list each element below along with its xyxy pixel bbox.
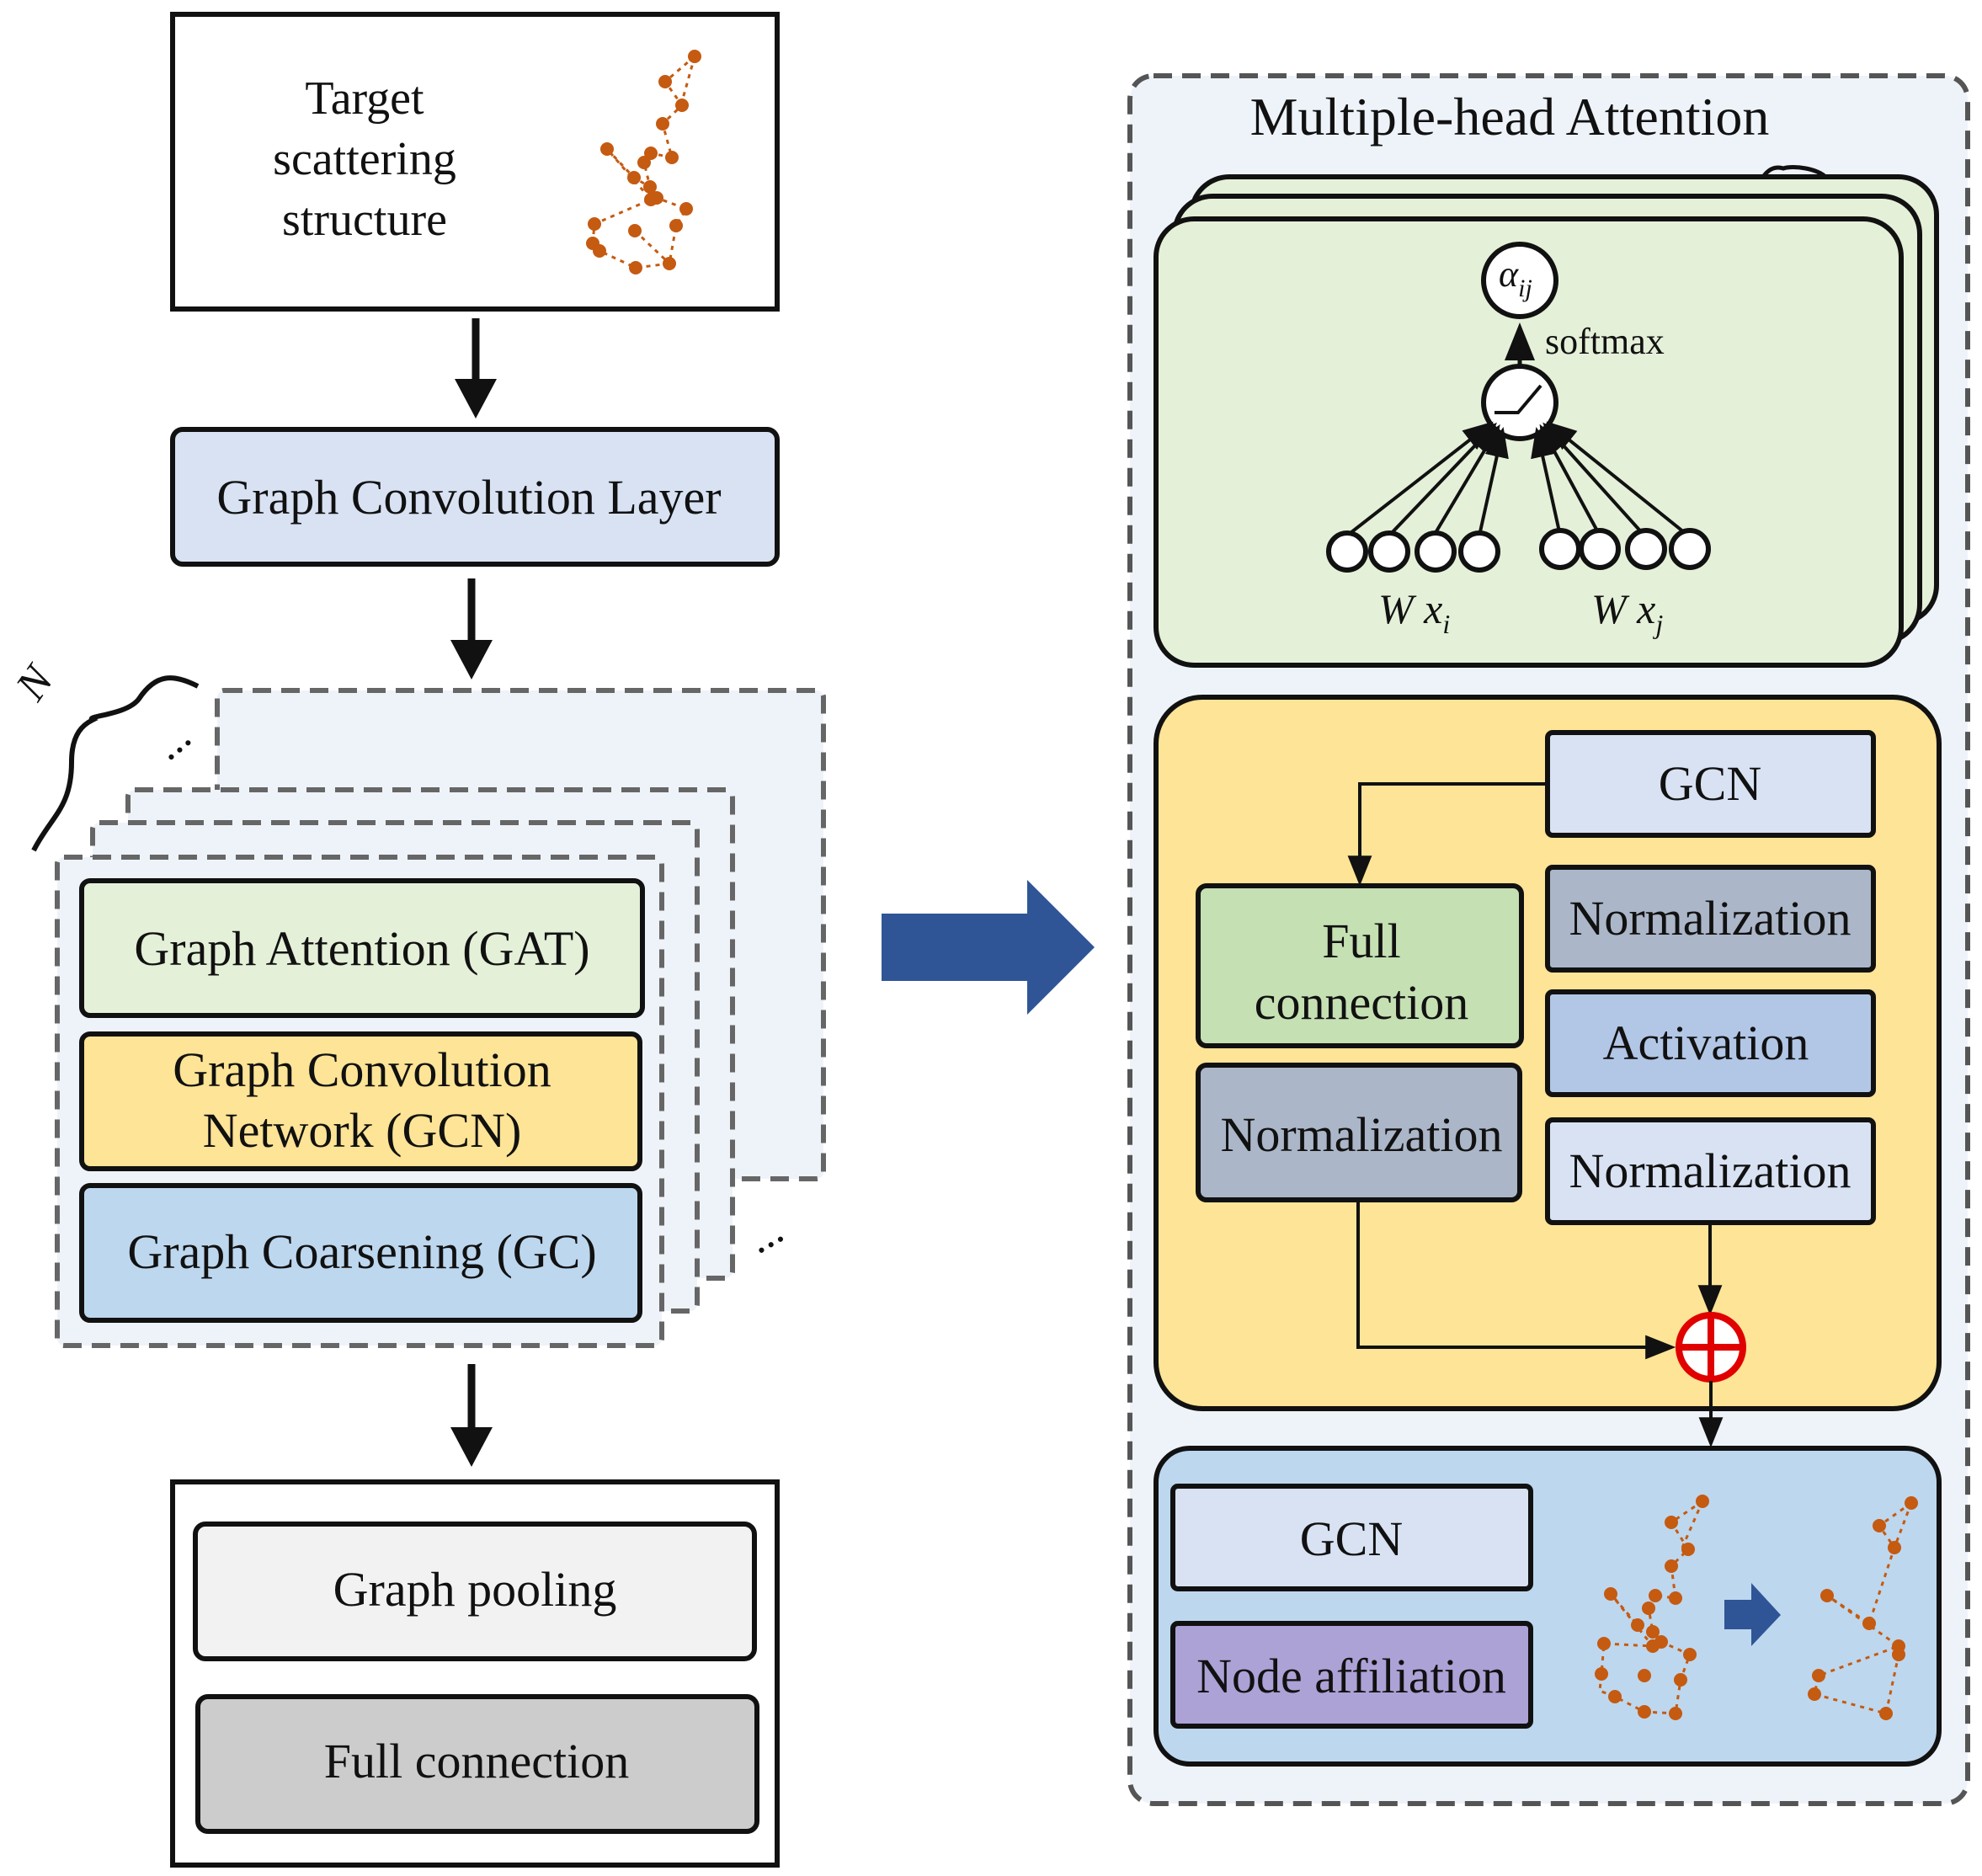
arrow-gcl-to-stack (450, 578, 493, 680)
activation-box (1545, 989, 1876, 1097)
graph-pooling-label: Graph pooling (333, 1562, 617, 1617)
coarsen-gcn-box (1170, 1484, 1533, 1591)
gcn-detail-block: GCN Normalization Activation Normalizati… (1154, 695, 1942, 1411)
coarsen-arrow (1724, 1583, 1781, 1646)
gcn-label-line-1: Graph Convolution (173, 1042, 551, 1097)
expand-arrow (882, 880, 1095, 1015)
arrow-input-to-gcl (455, 318, 497, 418)
svg-text:αij: αij (1499, 253, 1532, 302)
wx-j-base: W x (1591, 585, 1655, 632)
gcn-sub-label: GCN (1659, 756, 1761, 811)
stack-ellipsis-top: ... (144, 711, 200, 770)
softmax-label: softmax (1545, 321, 1665, 362)
norm-bottom-label: Normalization (1569, 1143, 1851, 1198)
full-connection-label: Full connection (324, 1734, 629, 1788)
gc-label: Graph Coarsening (GC) (127, 1224, 596, 1279)
svg-text:W xi: W xi (1378, 585, 1450, 639)
node-affiliation-label: Node affiliation (1196, 1649, 1506, 1703)
svg-text:W xj: W xj (1591, 585, 1663, 639)
gcn-box: Graph Convolution Network (GCN) (79, 1031, 642, 1171)
coarsen-detail-block: GCN Node affiliation (1154, 1446, 1942, 1767)
wx-j-sub: j (1652, 609, 1663, 639)
activation-node (1481, 364, 1558, 441)
arrow-stack-to-output (450, 1364, 493, 1467)
input-label-line-1: Target (305, 72, 424, 125)
graph-after (1808, 1496, 1918, 1720)
add-icon (1676, 1312, 1746, 1383)
norm-top-box (1545, 865, 1876, 973)
input-label-line-2: scattering (273, 133, 456, 185)
input-nodes-j (1539, 528, 1711, 570)
alpha-node (1481, 242, 1558, 319)
gat-box: Graph Attention (GAT) (79, 878, 645, 1018)
gc-box: Graph Coarsening (GC) (79, 1183, 642, 1323)
activation-label: Activation (1603, 1015, 1809, 1070)
graph-before (1595, 1495, 1709, 1720)
graph-convolution-layer-box: Graph Convolution Layer (170, 427, 780, 567)
fc-sub-label-line-1: Full (1322, 914, 1401, 968)
gat-label: Graph Attention (GAT) (134, 921, 589, 976)
wx-i-base: W x (1378, 585, 1442, 632)
norm-top-label: Normalization (1569, 891, 1851, 946)
coarsen-gcn-label: GCN (1300, 1511, 1403, 1566)
gcn-label-line-2: Network (GCN) (203, 1103, 522, 1158)
input-box: Target scattering structure (170, 12, 780, 312)
input-label-line-3: structure (282, 194, 447, 246)
fc-sub-label-line-2: connection (1255, 975, 1468, 1030)
stack-ellipsis-bottom: ... (739, 1206, 791, 1264)
output-box: Graph pooling Full connection (170, 1479, 780, 1868)
scattering-structure-nodes (586, 50, 701, 274)
input-nodes-i (1326, 530, 1500, 573)
norm-left-label: Normalization (1220, 1107, 1502, 1162)
wx-i-sub: i (1442, 609, 1450, 639)
alpha-sub: ij (1518, 274, 1532, 302)
attention-diagram: αij softmax W xi W xj (1326, 242, 1711, 639)
alpha-base: α (1499, 253, 1519, 295)
panel-title: Multiple-head Attention (1250, 87, 1770, 147)
node-affiliation-box (1170, 1621, 1533, 1729)
n-label: N (7, 655, 65, 710)
gcl-label: Graph Convolution Layer (216, 470, 721, 525)
relu-icon (1494, 384, 1542, 414)
